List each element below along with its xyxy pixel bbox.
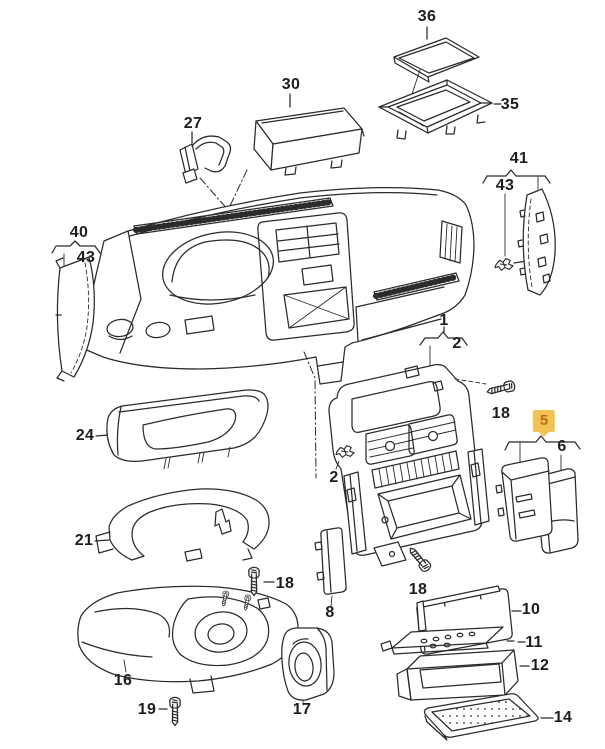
- part-14-mat-drawing: [423, 693, 554, 741]
- callout-19: 19: [137, 701, 157, 718]
- screw-19: [158, 696, 181, 727]
- part-40-43-side-panel-drawing: [51, 240, 101, 382]
- callout-17: 17: [292, 701, 312, 718]
- part-5-6-bracket-drawing: [495, 435, 581, 554]
- part-1-center-console-drawing: [328, 326, 490, 567]
- part-17-ring-drawing: [281, 627, 335, 706]
- callout-41: 41: [509, 150, 529, 167]
- part-21-upper-shroud-drawing: [94, 488, 270, 562]
- screw-18-console-bottom: [405, 544, 433, 574]
- part-24-trim-drawing: [95, 389, 269, 470]
- callout-35: 35: [500, 96, 520, 113]
- part-8-drawing: [314, 527, 347, 607]
- callout-5-highlighted-badge: 5: [532, 410, 556, 437]
- callout-18-column: 18: [275, 575, 295, 592]
- callout-2-console: 2: [452, 335, 462, 352]
- callout-10: 10: [521, 601, 541, 618]
- callout-16: 16: [113, 672, 133, 689]
- callout-14: 14: [553, 709, 573, 726]
- callout-18-console-bottom: 18: [408, 581, 428, 598]
- part-27-clamp-drawing: [179, 131, 248, 213]
- callout-43-left: 43: [76, 249, 96, 266]
- callout-8: 8: [325, 604, 335, 621]
- callout-18-console-side: 18: [491, 405, 511, 422]
- callout-27: 27: [183, 115, 203, 132]
- callout-21: 21: [74, 532, 94, 549]
- callout-12: 12: [530, 657, 550, 674]
- callout-6: 6: [557, 438, 567, 455]
- callout-11: 11: [525, 634, 543, 651]
- callout-2-clip: 2: [329, 469, 339, 486]
- callout-36: 36: [417, 8, 437, 25]
- callout-40: 40: [69, 224, 89, 241]
- dashboard-body-drawing: [81, 186, 475, 479]
- clip-2-drawing: [335, 445, 355, 470]
- callout-24: 24: [75, 427, 95, 444]
- callout-43-right: 43: [495, 177, 515, 194]
- part-41-43-side-panel-drawing: [482, 169, 556, 296]
- part-30-storage-box-drawing: [253, 93, 365, 176]
- screw-18-console-side: [485, 379, 517, 398]
- part-12-tray-drawing: [396, 649, 530, 701]
- part-35-tray-frame-drawing: [378, 79, 502, 140]
- callout-30: 30: [281, 76, 301, 93]
- part-11-frame-drawing: [380, 585, 526, 655]
- callout-1: 1: [439, 312, 449, 329]
- part-16-lower-shroud-drawing: [77, 585, 299, 694]
- screw-18-column: [248, 566, 275, 597]
